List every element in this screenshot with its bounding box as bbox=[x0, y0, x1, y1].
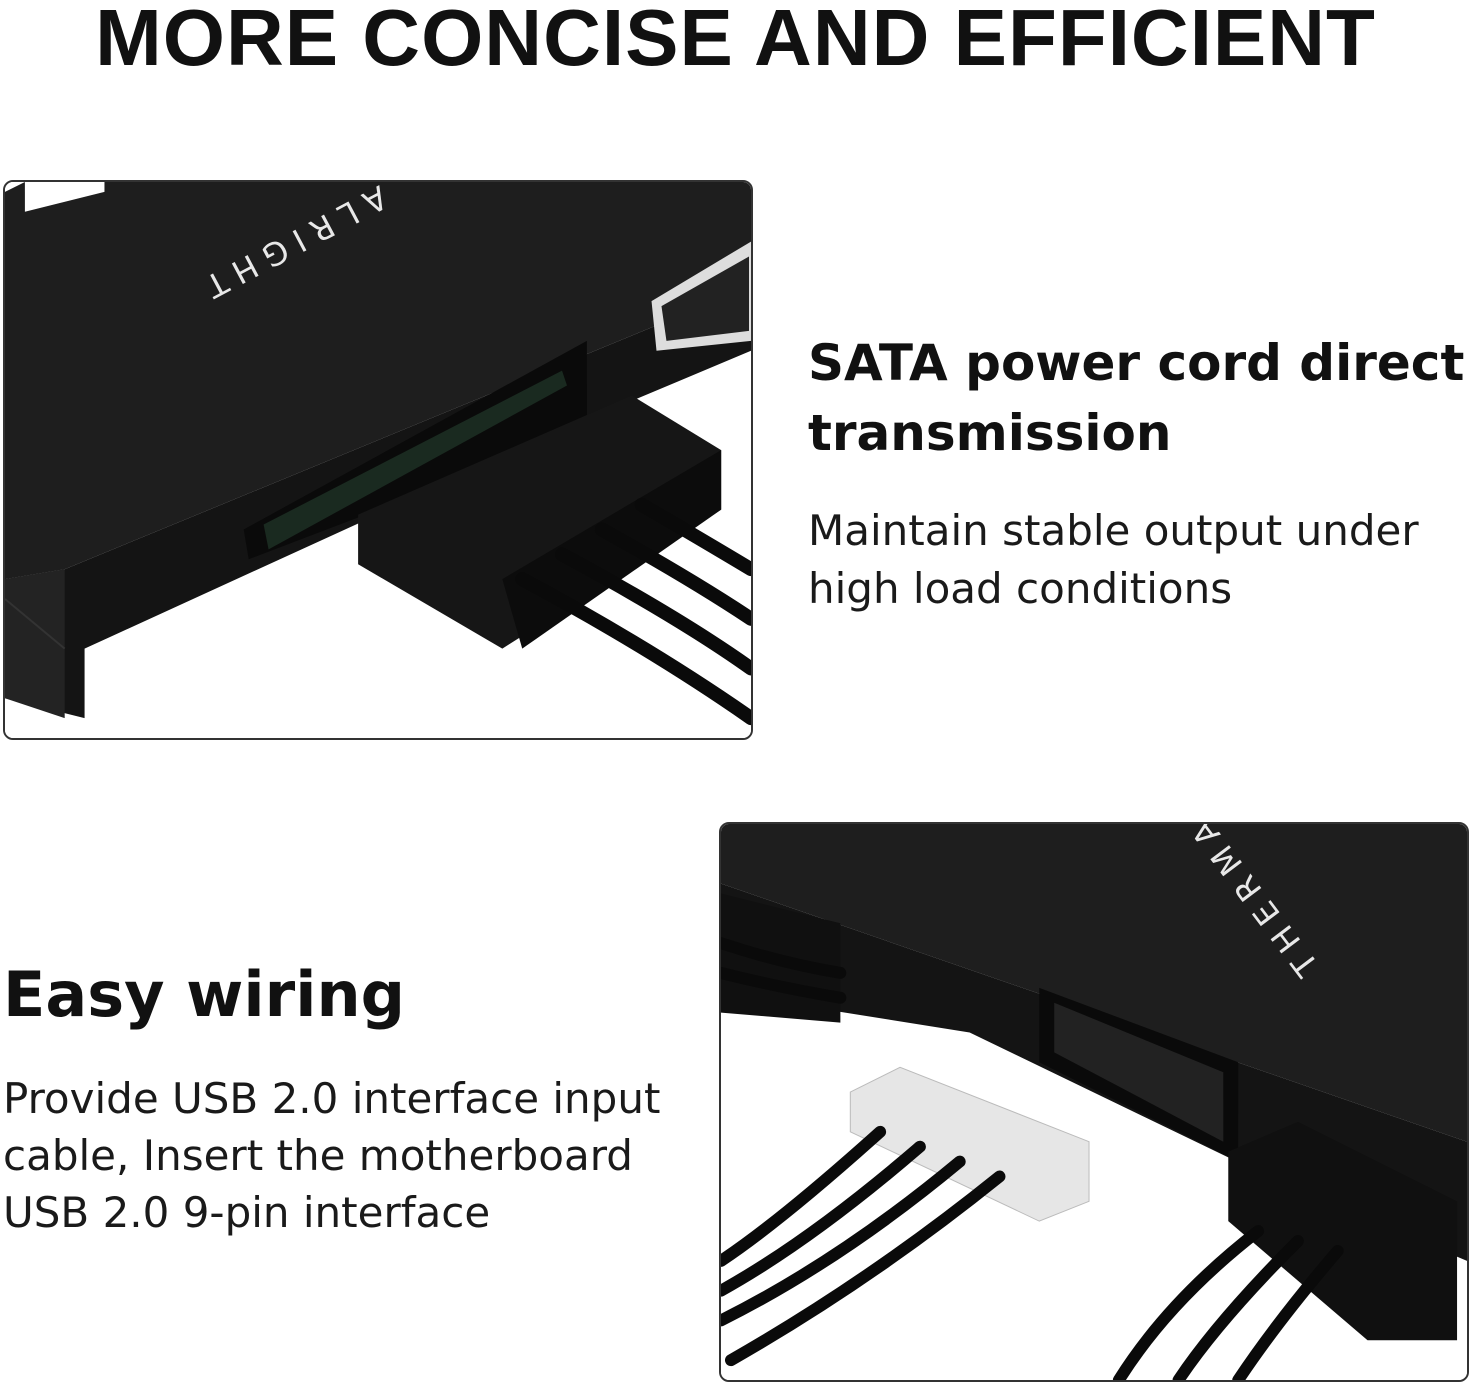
page-title: MORE CONCISE AND EFFICIENT bbox=[95, 0, 1376, 82]
section-body-wiring: Provide USB 2.0 interface input cable, I… bbox=[3, 1074, 661, 1237]
section-body-sata: Maintain stable output under high load c… bbox=[808, 506, 1419, 613]
section-heading-wiring: Easy wiring bbox=[3, 958, 405, 1031]
sata-connector-photo: ALRIGHT bbox=[3, 180, 753, 740]
section-heading-sata: SATA power cord direct transmission bbox=[808, 334, 1465, 462]
usb-wiring-photo: THERMA bbox=[719, 822, 1469, 1382]
